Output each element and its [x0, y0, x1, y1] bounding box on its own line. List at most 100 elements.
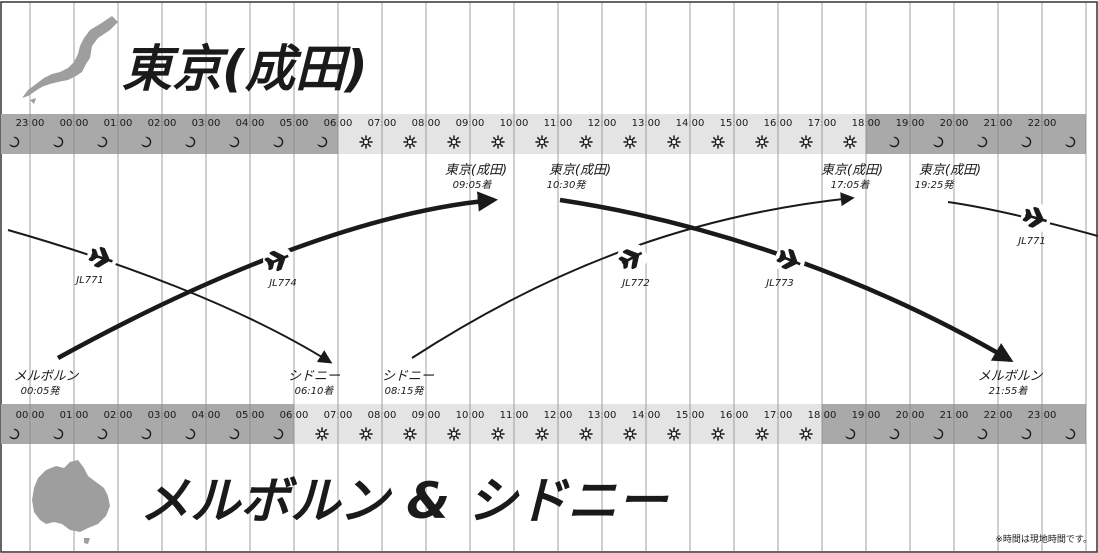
nrt-arr-0905-city: 東京(成田) — [445, 162, 507, 178]
sun-icon — [359, 135, 373, 149]
timeline-cell — [998, 114, 1042, 154]
sun-icon — [579, 427, 593, 441]
timeline-cell — [250, 404, 294, 444]
plane-icon-jl772 — [616, 243, 648, 273]
timeline-cell — [778, 114, 822, 154]
nrt-arr-0905-time: 09:05着 — [453, 179, 493, 191]
moon-icon — [1019, 136, 1032, 148]
timeline-cell — [954, 114, 998, 154]
moon-icon — [227, 136, 240, 148]
mel-dep-0005-city: メルボルン — [14, 369, 80, 384]
sun-icon — [535, 427, 549, 441]
timeline-cell — [602, 114, 646, 154]
timeline-cell — [514, 114, 558, 154]
plane-icon-jl773 — [775, 245, 805, 275]
japan-map-icon — [22, 16, 118, 104]
plane-icon-jl771-a — [87, 243, 117, 273]
timeline-cell — [250, 114, 294, 154]
sun-icon — [755, 135, 769, 149]
moon-icon — [7, 136, 20, 148]
timeline-cell — [866, 114, 910, 154]
nrt-dep-1925-city: 東京(成田) — [919, 162, 981, 178]
moon-icon — [139, 136, 152, 148]
moon-icon — [51, 136, 64, 148]
timeline-cell — [338, 114, 382, 154]
moon-icon — [843, 428, 856, 440]
sun-icon — [843, 135, 857, 149]
timeline-cell — [206, 114, 250, 154]
moon-icon — [227, 428, 240, 440]
timeline-cell — [1, 404, 30, 444]
moon-icon — [975, 428, 988, 440]
timeline-cell — [910, 114, 954, 154]
sun-icon — [403, 427, 417, 441]
sun-icon — [755, 427, 769, 441]
timeline-cell — [822, 404, 866, 444]
timeline-cell — [734, 404, 778, 444]
moon-icon — [931, 428, 944, 440]
moon-icon — [95, 136, 108, 148]
local-time-note: ※時間は現地時間です。 — [995, 533, 1092, 545]
timeline-cell — [998, 404, 1042, 444]
timeline-cell — [30, 114, 74, 154]
syd-arr-0610-time: 06:10着 — [295, 385, 335, 397]
flight-label-jl773: JL773 — [764, 278, 794, 289]
moon-icon — [1019, 428, 1032, 440]
timeline-cell — [646, 114, 690, 154]
sun-icon — [535, 135, 549, 149]
timeline-cell — [294, 404, 338, 444]
moon-icon — [1063, 136, 1076, 148]
mel-dep-0005-time: 00:05発 — [21, 385, 62, 397]
timeline-cell — [426, 114, 470, 154]
nrt-dep-1030-time: 10:30発 — [547, 179, 588, 191]
moon-icon — [887, 136, 900, 148]
sun-icon — [315, 427, 329, 441]
sun-icon — [667, 135, 681, 149]
moon-icon — [315, 136, 328, 148]
moon-icon — [183, 136, 196, 148]
moon-icon — [271, 428, 284, 440]
sun-icon — [799, 135, 813, 149]
flight-label-jl771-b: JL771 — [1016, 236, 1046, 247]
sun-icon — [799, 427, 813, 441]
timeline-cell — [74, 114, 118, 154]
nrt-arr-1705-time: 17:05着 — [831, 179, 871, 191]
timeline-cell — [822, 114, 866, 154]
timeline-cell — [910, 404, 954, 444]
flight-label-jl772: JL772 — [620, 278, 650, 289]
timeline-cell — [1042, 114, 1086, 154]
moon-icon — [139, 428, 152, 440]
sun-icon — [403, 135, 417, 149]
moon-icon — [975, 136, 988, 148]
moon-icon — [51, 428, 64, 440]
sun-icon — [579, 135, 593, 149]
moon-icon — [183, 428, 196, 440]
timeline-cell — [74, 404, 118, 444]
sun-icon — [491, 135, 505, 149]
tokyo-title: 東京(成田) — [122, 40, 368, 98]
timeline-cell — [1042, 404, 1086, 444]
timeline-cell — [470, 114, 514, 154]
timeline-cell — [470, 404, 514, 444]
sun-icon — [667, 427, 681, 441]
timeline-cell — [690, 404, 734, 444]
moon-icon — [1063, 428, 1076, 440]
sun-icon — [623, 135, 637, 149]
moon-icon — [271, 136, 284, 148]
timeline-cell — [558, 404, 602, 444]
timeline-cell — [382, 114, 426, 154]
timeline-cell — [514, 404, 558, 444]
flight-label-jl774: JL774 — [267, 278, 297, 289]
timeline-cell — [338, 404, 382, 444]
timeline-cell — [602, 404, 646, 444]
timeline-cell — [558, 114, 602, 154]
timeline-cell — [118, 404, 162, 444]
timeline-cell — [294, 114, 338, 154]
plane-icon-jl774 — [263, 245, 293, 275]
timeline-cell — [866, 404, 910, 444]
sun-icon — [711, 135, 725, 149]
sun-icon — [447, 135, 461, 149]
timeline-cell — [206, 404, 250, 444]
